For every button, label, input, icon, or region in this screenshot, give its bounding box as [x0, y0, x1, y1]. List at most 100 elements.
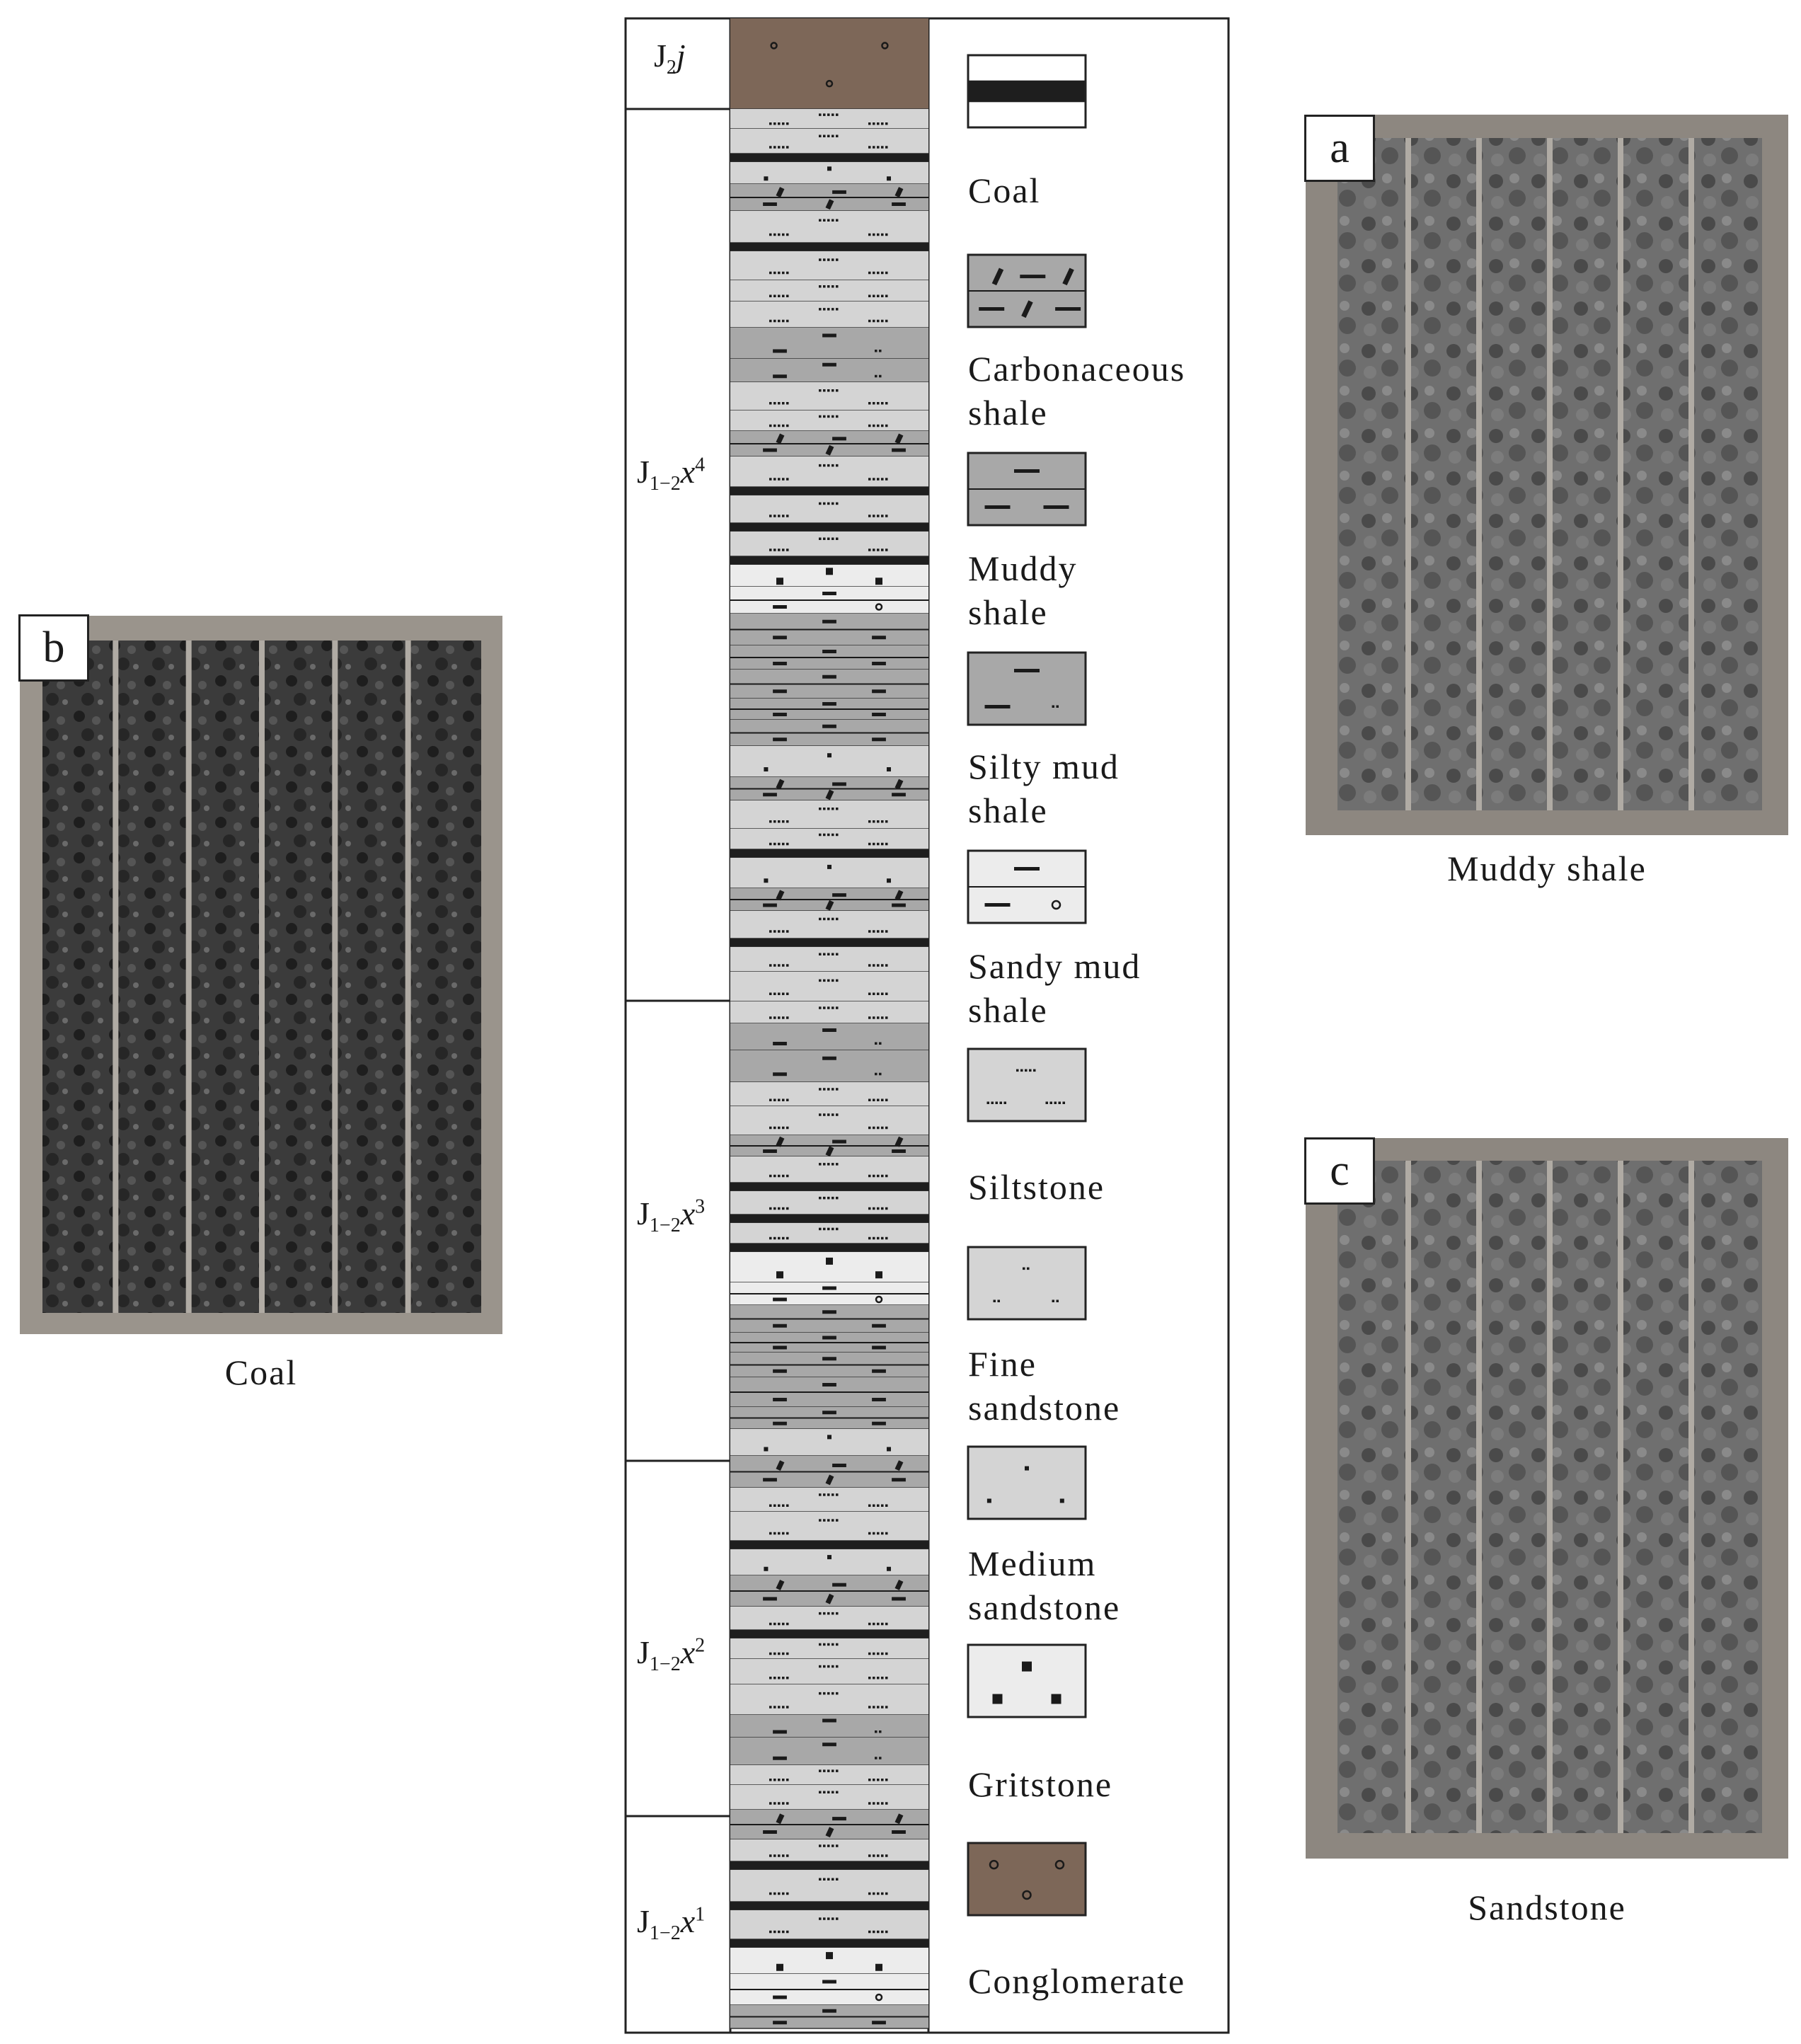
lith-band-medium-sandstone — [730, 858, 928, 889]
lith-band-siltstone — [730, 1607, 928, 1631]
lith-band-carbonaceous-shale — [730, 1135, 928, 1157]
lith-band-siltstone — [730, 1512, 928, 1541]
lith-band-sandy-mud-shale — [730, 587, 928, 614]
tray-divider — [332, 641, 338, 1313]
lith-band-siltstone — [730, 1223, 928, 1244]
lith-band-silty-mud-shale — [730, 1715, 928, 1738]
legend-label-coal: Coal — [968, 171, 1041, 210]
lith-band-siltstone — [730, 1765, 928, 1786]
lith-band-siltstone — [730, 532, 928, 557]
lith-band-siltstone — [730, 211, 928, 243]
lith-band-siltstone — [730, 1638, 928, 1660]
lith-band-silty-mud-shale — [730, 1050, 928, 1083]
panel-tag-a: a — [1304, 115, 1375, 182]
legend-swatch-coal — [967, 54, 1087, 129]
lith-band-siltstone — [730, 1910, 928, 1940]
tray-divider — [185, 641, 192, 1313]
lith-band-siltstone — [730, 1001, 928, 1024]
stratigraphic-column — [624, 17, 1230, 2034]
lith-band-siltstone — [730, 947, 928, 972]
lith-band-siltstone — [730, 1839, 928, 1862]
lith-band-sandy-mud-shale — [730, 1282, 928, 1306]
lith-band-muddy-shale — [730, 1333, 928, 1353]
lith-band-siltstone — [730, 1659, 928, 1685]
lith-band-coal — [730, 1183, 928, 1192]
lith-band-muddy-shale — [730, 1353, 928, 1378]
lith-band-siltstone — [730, 911, 928, 939]
lith-band-coal — [730, 487, 928, 496]
tray-divider — [259, 641, 265, 1313]
lith-band-siltstone — [730, 109, 928, 130]
lith-band-muddy-shale — [730, 670, 928, 699]
lith-band-carbonaceous-shale — [730, 1575, 928, 1607]
lith-band-coal — [730, 523, 928, 532]
unit-label-x1: J1−2x1 — [637, 1903, 706, 1945]
lith-band-coal — [730, 1861, 928, 1871]
lith-band-siltstone — [730, 1684, 928, 1716]
tray-divider — [1618, 138, 1623, 810]
lith-band-muddy-shale — [730, 1377, 928, 1408]
caption-sandstone: Sandstone — [1468, 1888, 1626, 1927]
lith-band-siltstone — [730, 972, 928, 1002]
lith-band-siltstone — [730, 382, 928, 411]
unit-label-j2j: J2j — [654, 38, 686, 79]
sandstone-core-photo — [1306, 1138, 1788, 1859]
lith-band-siltstone — [730, 1870, 928, 1902]
lith-band-gritstone — [730, 1948, 928, 1975]
legend-label-gritstone: Gritstone — [968, 1764, 1113, 1804]
lith-band-carbonaceous-shale — [730, 184, 928, 212]
coal-core-photo — [20, 616, 502, 1334]
unit-label-x3: J1−2x3 — [637, 1195, 706, 1237]
lith-band-siltstone — [730, 129, 928, 154]
lith-band-medium-sandstone — [730, 746, 928, 778]
lith-band-coal — [730, 1902, 928, 1911]
muddy-shale-core-photo — [1306, 115, 1788, 835]
legend-swatch-gritstone — [967, 1643, 1087, 1718]
legend-label-conglomerate: Conglomerate — [968, 1961, 1186, 2001]
tray-divider — [113, 641, 119, 1313]
lith-band-coal — [730, 154, 928, 163]
lith-band-coal — [730, 1215, 928, 1224]
lith-band-muddy-shale — [730, 614, 928, 646]
lith-band-coal — [730, 1939, 928, 1948]
caption-coal: Coal — [224, 1353, 298, 1392]
lith-band-gritstone — [730, 1252, 928, 1283]
tray-divider — [1405, 1161, 1411, 1833]
lith-band-silty-mud-shale — [730, 328, 928, 360]
tray-divider — [1476, 1161, 1482, 1833]
lith-band-siltstone — [730, 495, 928, 524]
legend-swatch-fine-sandstone — [967, 1246, 1087, 1321]
lith-band-silty-mud-shale — [730, 359, 928, 383]
lith-band-carbonaceous-shale — [730, 1456, 928, 1488]
lith-band-coal — [730, 1244, 928, 1253]
lith-band-sandy-mud-shale — [730, 1974, 928, 2006]
lith-band-siltstone — [730, 1785, 928, 1810]
lith-band-muddy-shale — [730, 645, 928, 670]
panel-tag-b: b — [18, 614, 89, 682]
lith-band-siltstone — [730, 251, 928, 281]
unit-label-x2: J1−2x2 — [637, 1634, 706, 1676]
lith-band-siltstone — [730, 280, 928, 302]
lith-band-coal — [730, 1630, 928, 1639]
legend-swatch-conglomerate — [967, 1842, 1087, 1917]
lith-band-coal — [730, 938, 928, 948]
legend-swatch-muddy-shale — [967, 452, 1087, 527]
lith-band-coal — [730, 1541, 928, 1550]
lith-band-coal — [730, 556, 928, 565]
lith-band-coal — [730, 849, 928, 859]
lith-band-coal — [730, 243, 928, 252]
lith-band-silty-mud-shale — [730, 1738, 928, 1766]
legend — [967, 54, 1087, 1917]
lith-band-carbonaceous-shale — [730, 1810, 928, 1840]
lith-band-muddy-shale — [730, 1407, 928, 1430]
lith-band-silty-mud-shale — [730, 1023, 928, 1051]
legend-swatch-carbonaceous-shale — [967, 253, 1087, 328]
lith-band-siltstone — [730, 829, 928, 850]
tray-divider — [1547, 138, 1553, 810]
lith-band-siltstone — [730, 1156, 928, 1183]
lith-band-muddy-shale — [730, 2005, 928, 2029]
